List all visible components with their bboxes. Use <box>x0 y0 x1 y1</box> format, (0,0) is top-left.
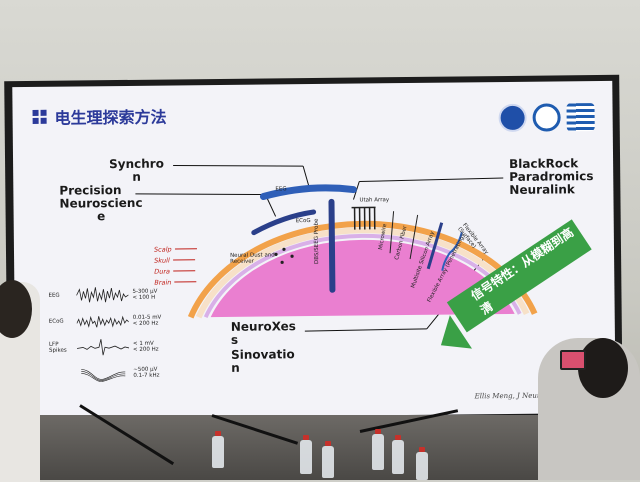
signal-row: EEG 5-300 μV < 100 H <box>48 281 188 308</box>
signal-spec: 5-300 μV < 100 H <box>132 288 157 301</box>
signal-wave-icon <box>76 285 128 306</box>
signal-name: EEG <box>48 292 76 298</box>
pointer-line <box>359 178 503 182</box>
layer-label-skull: Skull <box>154 254 197 265</box>
annot-dbs-probe: DBS/SEEG Probe <box>314 219 320 264</box>
water-bottle <box>416 452 428 480</box>
water-bottle <box>372 434 384 470</box>
pointer-line <box>135 193 265 196</box>
water-bottle <box>300 440 312 474</box>
signal-name: LFP Spikes <box>49 341 77 353</box>
annot-eeg: EEG <box>275 186 286 192</box>
signal-wave-icon <box>77 337 129 358</box>
annot-utah-array: Utah Array <box>359 197 389 203</box>
signal-row: LFP Spikes < 1 mV < 200 Hz <box>49 333 189 360</box>
signal-name: ECoG <box>49 318 77 324</box>
water-bottle <box>392 440 404 474</box>
signal-row: ECoG 0.01-5 mV < 200 Hz <box>49 307 189 334</box>
annot-neural-dust: Neural Dust and Receiver <box>230 252 290 265</box>
pointer-line <box>173 164 303 167</box>
signal-traces: EEG 5-300 μV < 100 H ECoG 0.01-5 mV < 20… <box>48 281 189 386</box>
dbs-probe <box>331 202 332 290</box>
annot-ecog: ECoG <box>296 218 311 224</box>
signal-spec: 0.01-5 mV < 200 Hz <box>133 314 162 327</box>
signal-spec: < 1 mV < 200 Hz <box>133 340 159 353</box>
presentation-slide: 电生理探索方法 Synchro n Precision Neuroscienc … <box>12 81 615 419</box>
water-bottle <box>212 436 224 468</box>
signal-spec: ~500 μV 0.1-7 kHz <box>133 366 159 379</box>
signal-wave-icon <box>77 311 129 332</box>
layer-label-dura: Dura <box>154 265 197 276</box>
spike-waveform-icon <box>77 363 129 384</box>
layer-label-scalp: Scalp <box>154 243 197 254</box>
pointer-line <box>303 166 309 188</box>
signal-row: ~500 μV 0.1-7 kHz <box>49 359 189 386</box>
phone-camera-icon <box>560 350 586 370</box>
water-bottle <box>322 446 334 478</box>
pointer-line <box>305 329 427 331</box>
